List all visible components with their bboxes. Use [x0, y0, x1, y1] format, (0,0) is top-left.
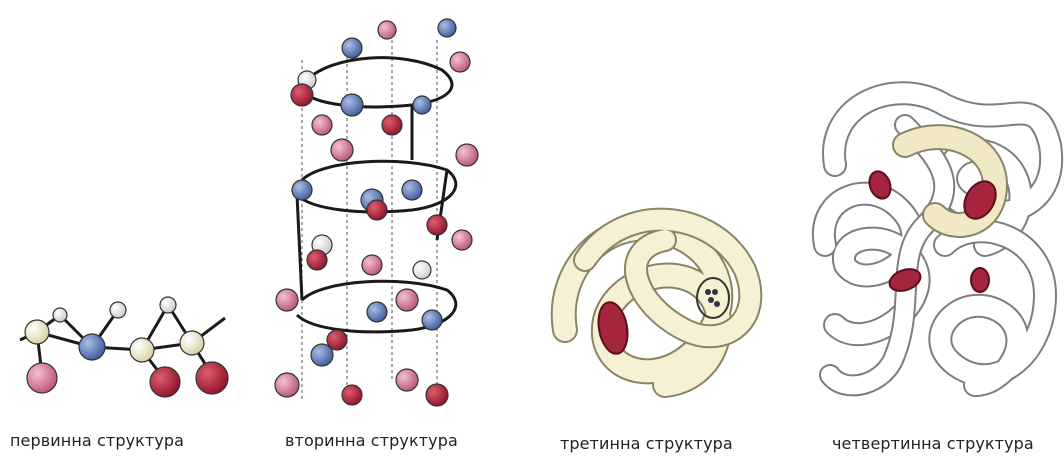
quaternary-structure-svg — [805, 65, 1064, 410]
subunit-tubes — [824, 93, 1051, 385]
nitrogen-atom — [79, 334, 105, 360]
tertiary-structure-svg — [545, 180, 775, 405]
quaternary-structure-diagram — [805, 65, 1064, 410]
hydrogen-atom — [110, 302, 126, 318]
carbon-atom — [130, 338, 154, 362]
tertiary-structure-diagram — [545, 180, 775, 405]
atoms — [25, 297, 228, 397]
hydrogen-atom — [53, 308, 67, 322]
oxygen-atom — [150, 367, 180, 397]
caption-primary-structure: первинна структура — [10, 431, 184, 450]
carbon-atom — [180, 331, 204, 355]
secondary-structure-svg — [262, 0, 502, 420]
secondary-structure-diagram — [262, 0, 502, 420]
caption-tertiary-structure: третинна структура — [560, 434, 733, 453]
polypeptide-tube — [564, 220, 751, 385]
carbon-atom — [25, 320, 49, 344]
primary-structure-diagram — [0, 270, 260, 420]
hydrogen-atom — [160, 297, 176, 313]
primary-structure-svg — [0, 270, 260, 420]
oxygen-atom — [196, 362, 228, 394]
side-chain-atom — [27, 363, 57, 393]
caption-secondary-structure: вторинна структура — [285, 431, 458, 450]
caption-quaternary-structure: четвертинна структура — [832, 434, 1034, 453]
